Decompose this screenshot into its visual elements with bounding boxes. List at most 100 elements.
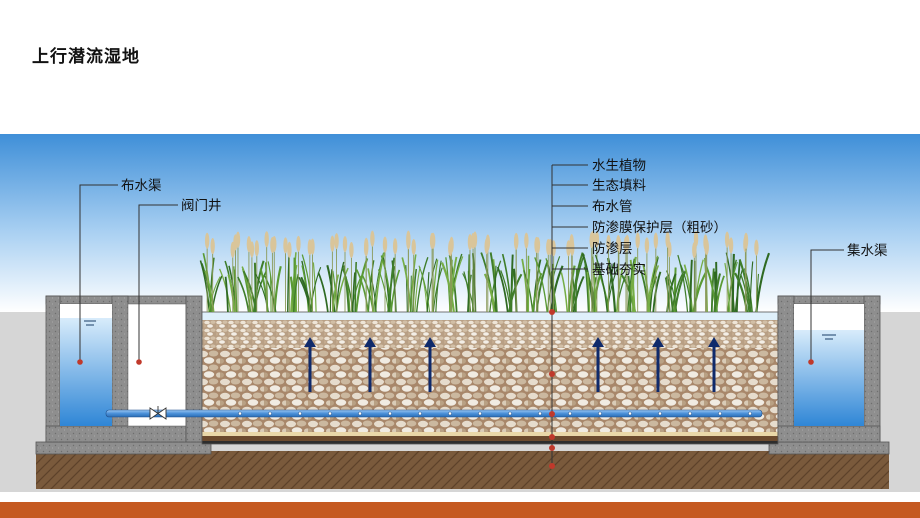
reed-leaf — [418, 265, 431, 313]
reed-leaf — [575, 268, 578, 313]
reed-leaf — [405, 265, 408, 313]
reed-plume — [287, 241, 292, 258]
reed-leaf — [483, 273, 496, 313]
red-dot-icon — [549, 445, 555, 451]
leader-collection-channel — [810, 249, 844, 362]
label-membrane-protection: 防渗膜保护层（粗砂） — [592, 220, 727, 236]
reed-leaf — [508, 273, 523, 313]
reed-leaf — [300, 276, 312, 313]
reed-plume — [342, 236, 348, 253]
reed-plume — [692, 241, 697, 258]
reed-leaf — [632, 263, 635, 313]
reed-plume — [704, 238, 709, 255]
reed-plume — [264, 231, 269, 248]
red-dot-icon — [136, 359, 142, 365]
reed-leaf — [494, 265, 497, 313]
reed-leaf — [224, 276, 229, 313]
reed-leaf — [627, 275, 632, 313]
reed-leaf — [367, 268, 375, 313]
reed-leaf — [426, 272, 430, 313]
reed-leaf — [755, 252, 771, 313]
reed-plume — [406, 233, 411, 250]
reed-leaf — [208, 276, 221, 313]
reed-leaf — [571, 254, 585, 313]
reed-leaf — [317, 272, 329, 313]
reed-leaf — [489, 260, 502, 313]
distribution-pipe — [105, 409, 763, 418]
reed-leaf — [435, 260, 442, 313]
reed-plume — [254, 240, 260, 257]
reed-plume — [230, 241, 235, 258]
impermeable-layer — [202, 436, 778, 441]
reed-leaf — [301, 254, 314, 313]
reed-leaf — [501, 253, 513, 313]
reed-plume — [204, 232, 210, 249]
reed-leaf — [355, 269, 370, 313]
reed-plume — [548, 238, 553, 255]
reed-leaf — [727, 261, 738, 313]
reed-plume — [246, 236, 252, 253]
coarse-sand-layer — [202, 432, 778, 436]
distribution-channel — [45, 295, 187, 443]
reed-leaf — [534, 257, 548, 313]
reed-plume — [283, 237, 288, 254]
reed-plume — [430, 232, 436, 249]
leader-valve-well — [138, 204, 178, 362]
reed-plume — [594, 231, 600, 248]
reed-plume — [590, 230, 596, 247]
reed-plume — [448, 240, 453, 257]
label-distribution-pipe: 布水管 — [592, 199, 633, 215]
reed-leaf — [414, 266, 421, 313]
reed-leaf — [724, 262, 731, 313]
reed-leaf — [237, 276, 250, 313]
up-arrow-icon — [592, 337, 604, 392]
reed-leaf — [683, 264, 694, 313]
page-title: 上行潜流湿地 — [32, 47, 140, 67]
red-dot-icon — [808, 359, 814, 365]
reed-leaf — [331, 274, 340, 313]
flow-arrows — [304, 337, 720, 392]
collection-channel-water — [794, 330, 864, 426]
reed-plume — [635, 232, 640, 249]
reed-plume — [754, 239, 759, 256]
left-base-slab — [35, 441, 212, 455]
reed-leaf — [351, 272, 356, 313]
aquatic-plants — [199, 230, 771, 313]
reed-plume — [334, 233, 339, 250]
reed-leaf — [387, 266, 396, 313]
valve-well — [127, 295, 203, 443]
distribution-channel-water — [60, 318, 112, 426]
reed-leaf — [370, 277, 377, 313]
reed-leaf — [592, 274, 602, 313]
reed-leaf — [583, 258, 590, 313]
reed-plume — [624, 234, 630, 251]
reed-leaf — [415, 257, 429, 313]
red-dot-icon — [549, 371, 555, 377]
up-arrow-icon — [364, 337, 376, 392]
up-arrow-icon — [708, 337, 720, 392]
leader-distribution-channel — [79, 184, 118, 362]
red-dot-icon — [549, 463, 555, 469]
eco-filler-layer — [202, 320, 778, 348]
reed-plume — [644, 237, 650, 254]
red-dot-icon — [549, 434, 555, 440]
reed-leaf — [252, 260, 265, 313]
reed-leaf — [432, 267, 443, 313]
reed-leaf — [627, 258, 635, 313]
reed-plume — [484, 238, 489, 255]
label-foundation: 基础夯实 — [592, 261, 646, 278]
reed-plume — [370, 230, 375, 247]
reed-leaf — [713, 273, 721, 313]
right-base-slab — [768, 441, 890, 455]
up-arrow-icon — [304, 337, 316, 392]
reed-plume — [330, 235, 335, 252]
reed-plume — [616, 235, 621, 252]
collection-channel — [777, 295, 881, 443]
reed-leaf — [380, 255, 393, 313]
reed-leaf — [489, 252, 498, 313]
label-impermeable-layer: 防渗层 — [592, 241, 633, 257]
reed-plume — [743, 232, 749, 249]
red-dot-icon — [549, 411, 555, 417]
red-dot-icon — [77, 359, 83, 365]
